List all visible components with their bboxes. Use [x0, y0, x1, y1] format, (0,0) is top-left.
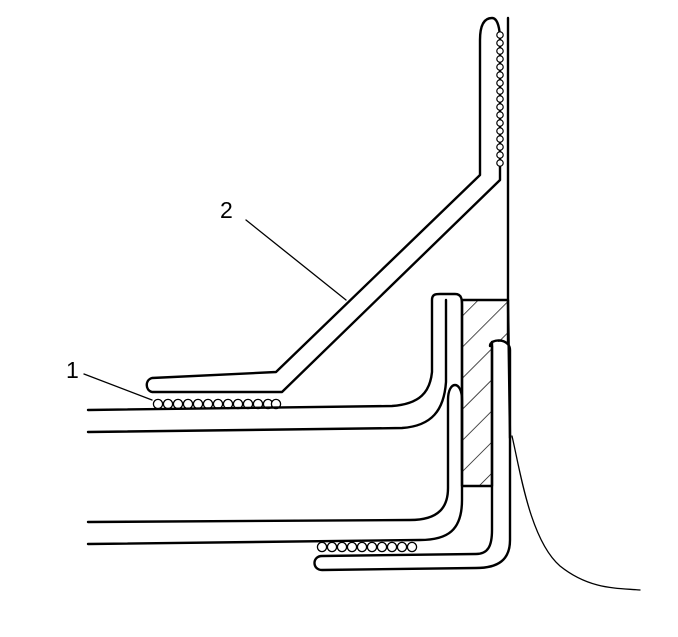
lower-sealer-bead: [316, 541, 418, 553]
callout-1-label: 1: [66, 357, 79, 383]
floor-panel-lower-outer: [86, 383, 464, 546]
upper-sealer-bead: [496, 31, 504, 167]
floor-panel-upper-inner: [86, 298, 448, 434]
reinforcement-bracket: [145, 16, 502, 394]
callout-2-label: 2: [220, 197, 233, 223]
floor-panel-upper-outer: [86, 292, 464, 472]
spacer-block-hatch: [462, 300, 508, 486]
lower-flange: [313, 339, 512, 572]
callout-2-leader: [245, 219, 347, 301]
outer-skin-curve: [511, 435, 641, 591]
callout-1-leader: [83, 373, 153, 401]
